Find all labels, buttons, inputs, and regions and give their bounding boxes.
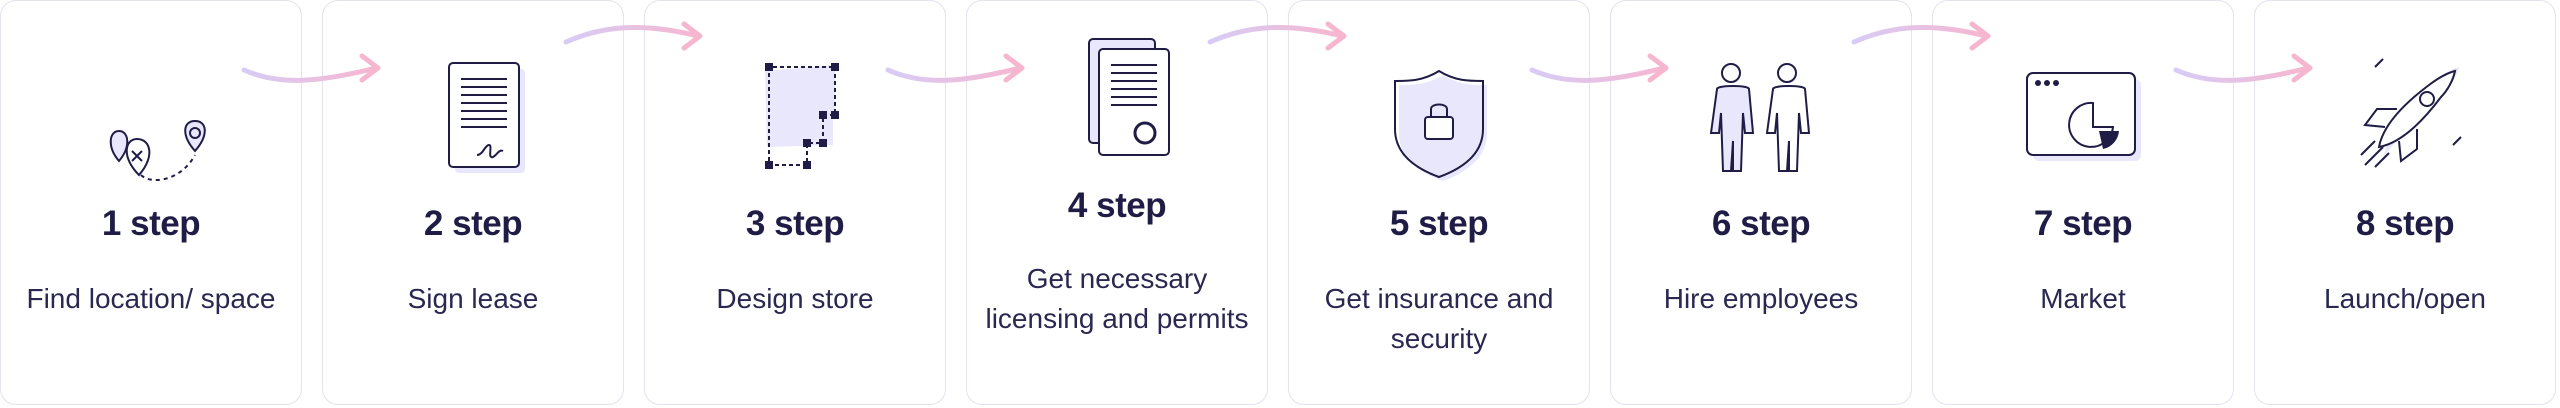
certificate-documents-icon bbox=[1047, 31, 1187, 171]
step-description: Get necessary licensing and permits bbox=[985, 263, 1249, 334]
connector-arrow-icon bbox=[2172, 46, 2322, 126]
step-card-7: 7 step Market bbox=[1932, 0, 2234, 405]
step-description: Design store bbox=[716, 283, 874, 314]
step-title: 4 step bbox=[1067, 186, 1167, 225]
step-title: 7 step bbox=[2033, 204, 2133, 243]
shield-lock-icon bbox=[1369, 51, 1509, 191]
browser-pie-chart-icon bbox=[2013, 51, 2153, 191]
rocket-icon bbox=[2335, 51, 2475, 191]
connector-arrow-icon bbox=[884, 46, 1034, 126]
signed-document-icon bbox=[403, 51, 543, 191]
step-description: Get insurance and security bbox=[1324, 283, 1554, 354]
step-card-1: 1 step Find location/ space bbox=[0, 0, 302, 405]
step-title: 1 step bbox=[101, 204, 201, 243]
step-card-2: 2 step Sign lease bbox=[322, 0, 624, 405]
step-title: 3 step bbox=[745, 204, 845, 243]
map-pins-icon bbox=[81, 51, 221, 191]
step-title: 6 step bbox=[1711, 204, 1811, 243]
connector-arrow-icon bbox=[1206, 6, 1356, 86]
step-card-3: 3 step Design store bbox=[644, 0, 946, 405]
step-description: Market bbox=[2040, 283, 2126, 314]
connector-arrow-icon bbox=[562, 6, 712, 86]
step-description: Launch/open bbox=[2324, 283, 2486, 314]
floor-plan-icon bbox=[725, 51, 865, 191]
step-description: Hire employees bbox=[1663, 283, 1859, 314]
connector-arrow-icon bbox=[1850, 6, 2000, 86]
step-title: 5 step bbox=[1389, 204, 1489, 243]
step-title: 2 step bbox=[423, 204, 523, 243]
step-description: Sign lease bbox=[407, 283, 539, 314]
step-description: Find location/ space bbox=[26, 283, 276, 314]
connector-arrow-icon bbox=[240, 46, 390, 126]
two-people-icon bbox=[1691, 51, 1831, 191]
connector-arrow-icon bbox=[1528, 46, 1678, 126]
step-card-5: 5 step Get insurance and security bbox=[1288, 0, 1590, 405]
step-title: 8 step bbox=[2355, 204, 2455, 243]
